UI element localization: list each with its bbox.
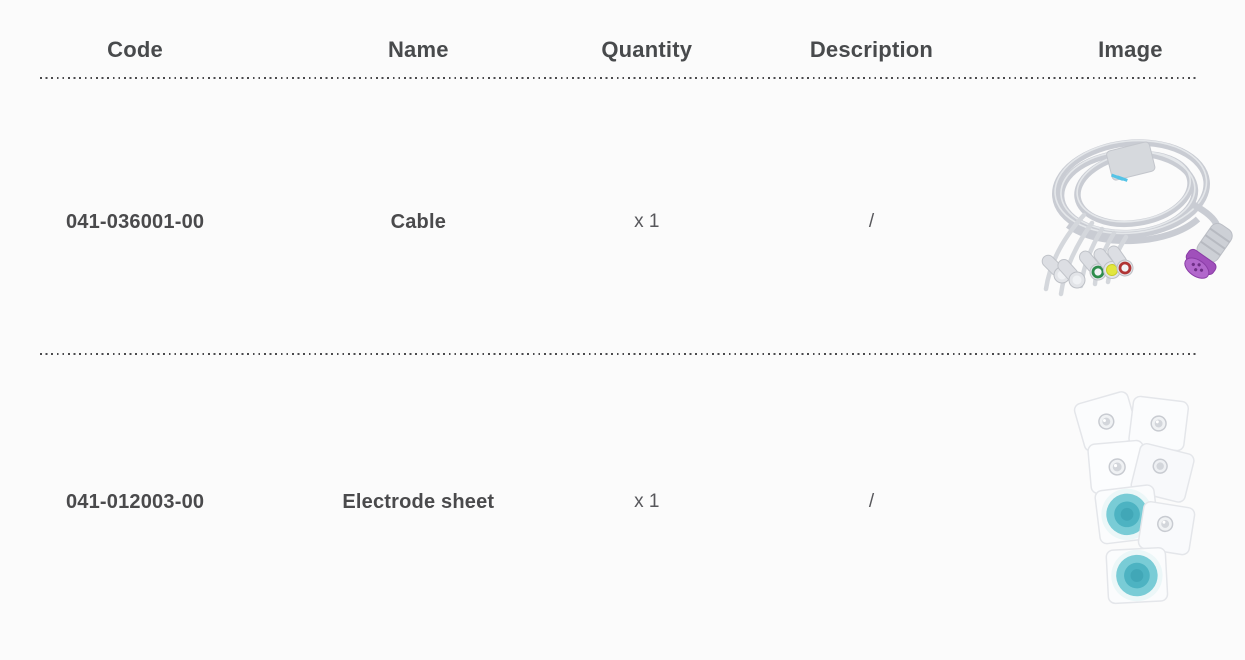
table-row-electrode-sheet: 041-012003-00 Electrode sheet x 1 / bbox=[0, 354, 1245, 660]
electrode-pad bbox=[1128, 395, 1190, 452]
header-divider-dotted bbox=[40, 77, 1198, 79]
header-code: Code bbox=[107, 36, 163, 62]
snap-tip-yellow bbox=[1093, 248, 1121, 279]
electrode-sheet-image bbox=[1074, 391, 1196, 605]
row-divider-dotted bbox=[40, 353, 1198, 355]
snap-tip-plain-2 bbox=[1057, 259, 1086, 289]
cell-description: / bbox=[868, 211, 875, 232]
cell-image bbox=[1016, 127, 1245, 317]
cell-quantity: x 1 bbox=[634, 491, 660, 512]
cell-name: Electrode sheet bbox=[342, 490, 495, 513]
cell-code: 041-012003-00 bbox=[65, 490, 205, 513]
cable-trunk-connector bbox=[1106, 141, 1156, 182]
table-header-row: Code Name Quantity Description Image bbox=[0, 0, 1245, 77]
header-quantity: Quantity bbox=[601, 36, 693, 62]
purple-monitor-connector bbox=[1184, 222, 1233, 279]
header-image: Image bbox=[1098, 36, 1163, 62]
table-row-cable: 041-036001-00 Cable x 1 / bbox=[0, 77, 1245, 354]
electrode-pad-gel bbox=[1105, 546, 1169, 605]
cell-code: 041-036001-00 bbox=[65, 210, 205, 233]
snap-tip-green bbox=[1078, 250, 1107, 281]
electrode-pad bbox=[1138, 500, 1196, 556]
cell-description: / bbox=[868, 491, 875, 512]
cell-quantity: x 1 bbox=[634, 211, 660, 232]
header-name: Name bbox=[387, 36, 449, 62]
cell-name: Cable bbox=[390, 210, 447, 233]
ecg-cable-image bbox=[1041, 139, 1233, 297]
header-description: Description bbox=[809, 36, 934, 62]
snap-tip-red bbox=[1107, 245, 1134, 277]
cell-image bbox=[1016, 386, 1245, 618]
